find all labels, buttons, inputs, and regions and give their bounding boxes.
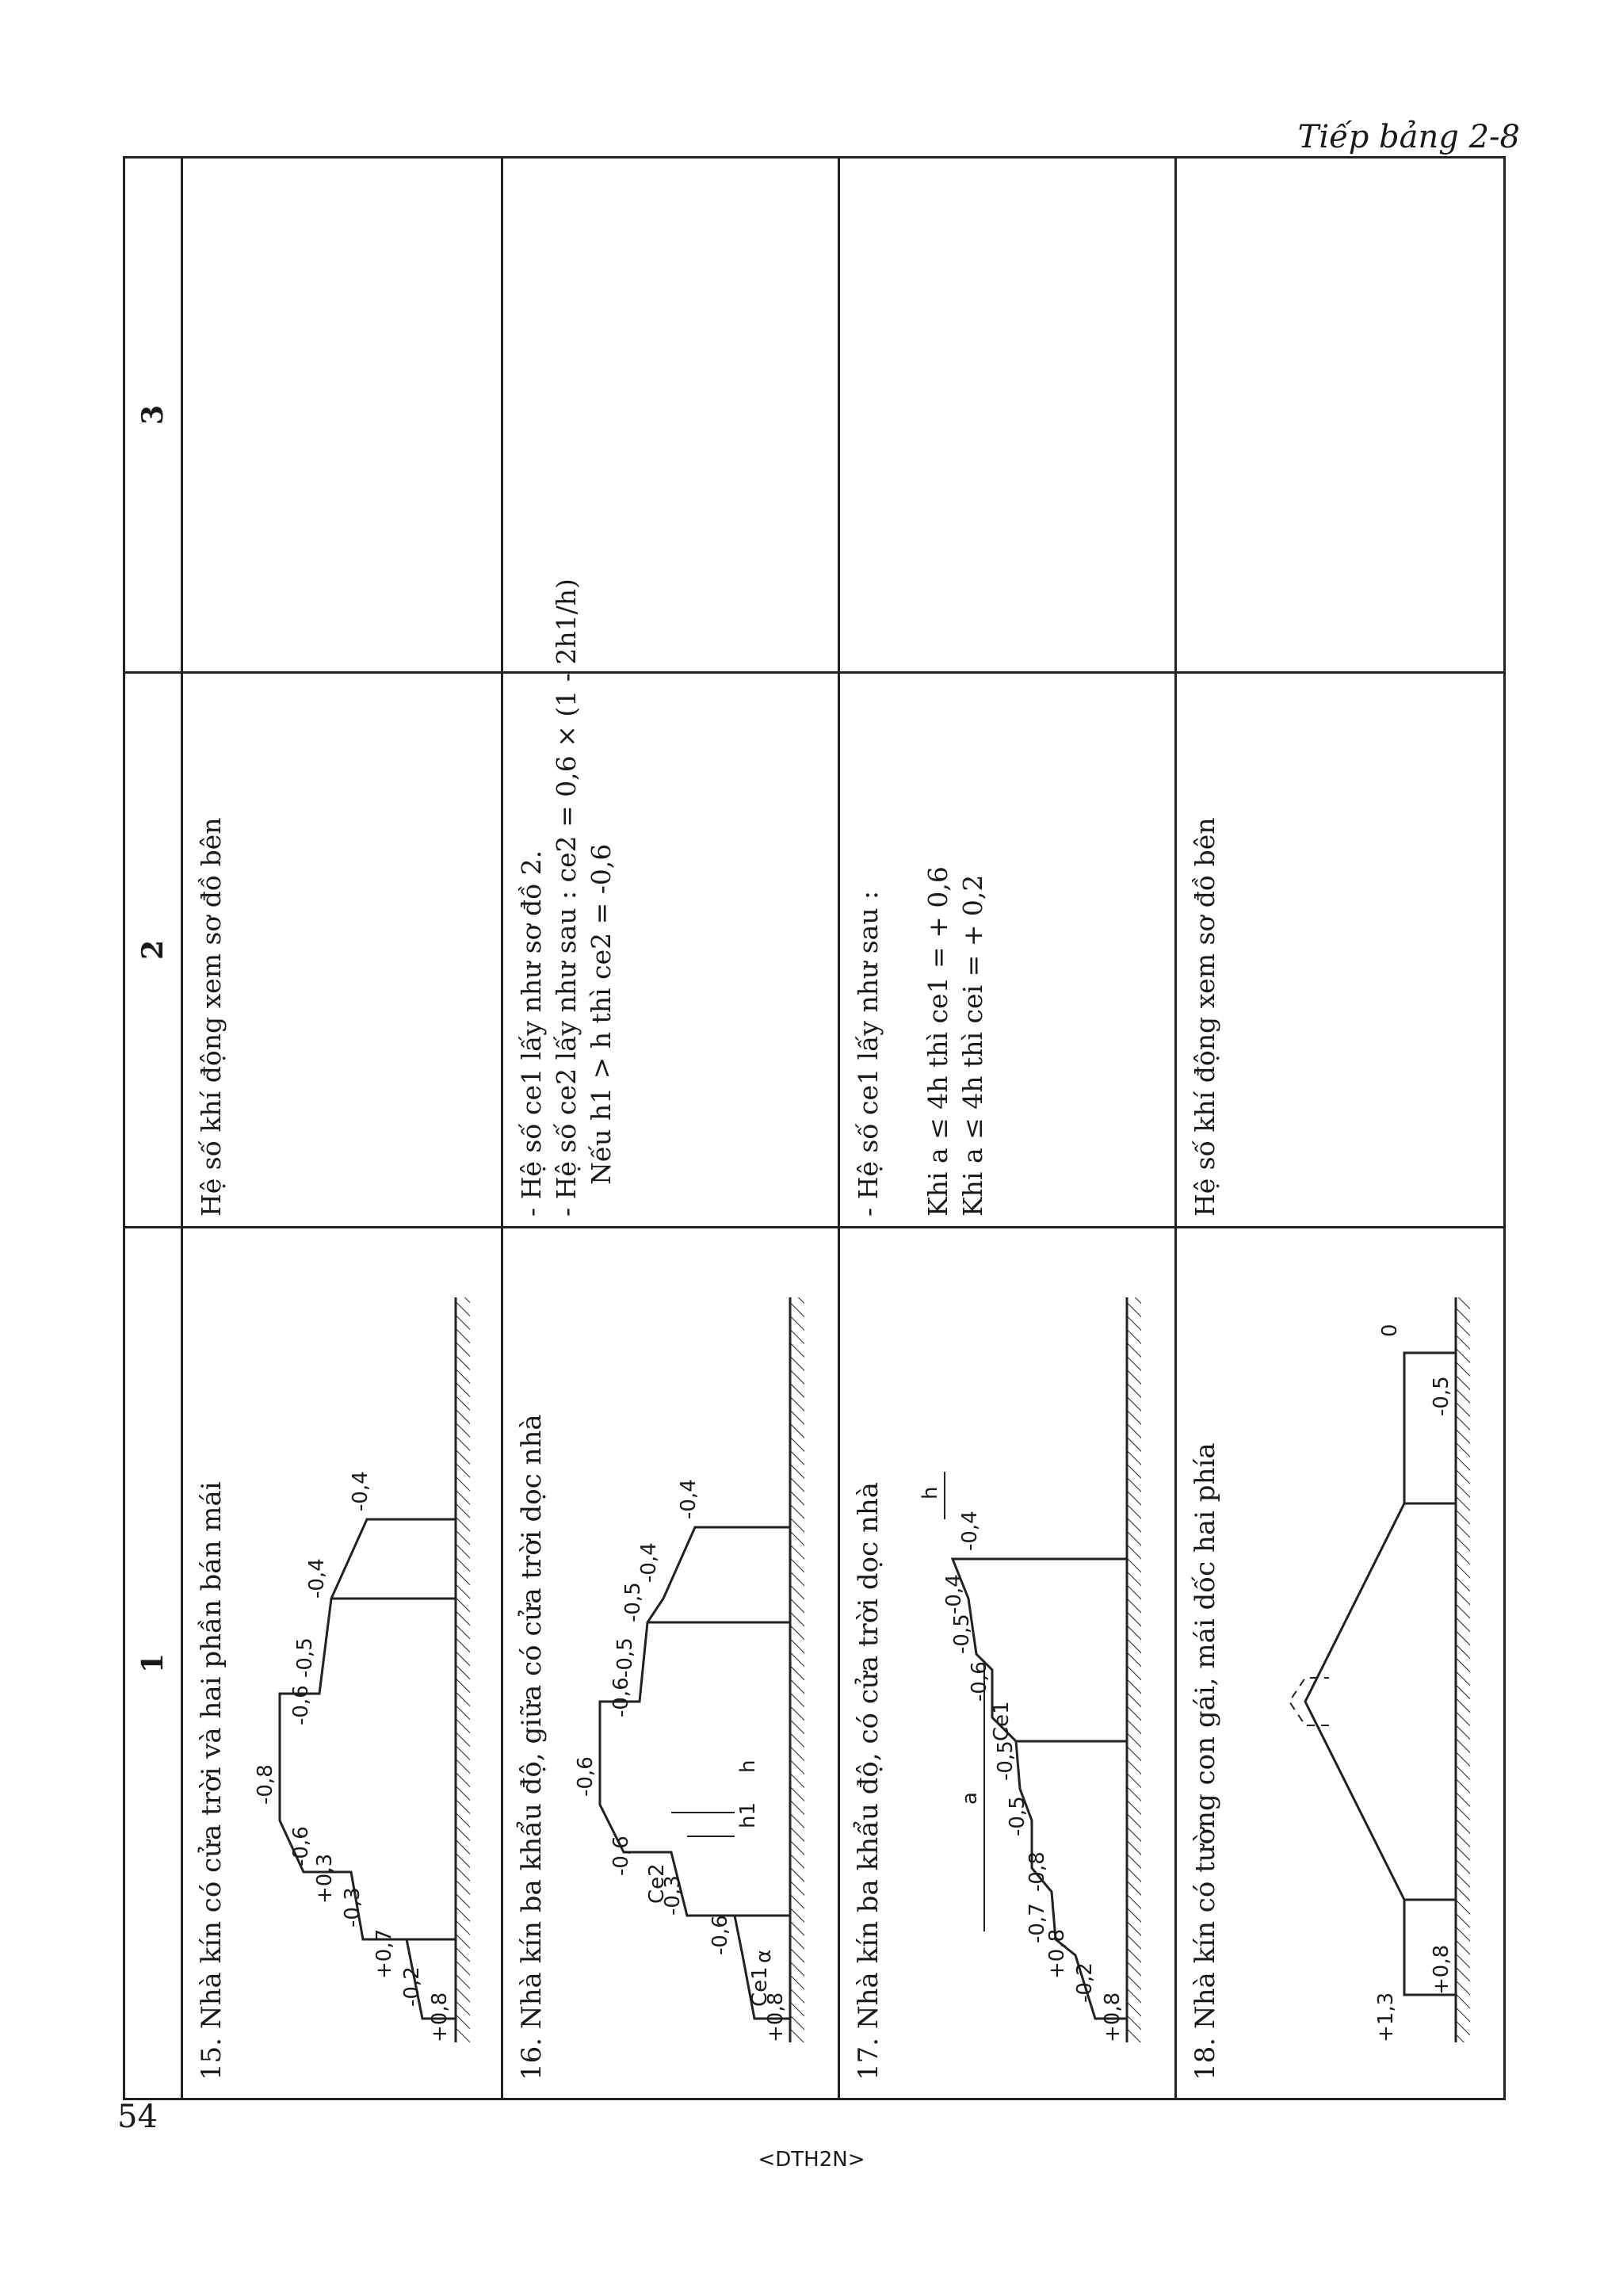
r17-l9: -0,6 xyxy=(968,1661,991,1702)
row-18-note: Hệ số khí động xem sơ đồ bên xyxy=(1190,817,1221,1217)
r16-l8: h1 xyxy=(736,1802,760,1828)
r18-l1: +0,8 xyxy=(1430,1945,1453,1995)
r17-l2: +0,8 xyxy=(1045,1929,1069,1979)
r17-l5: -0,8 xyxy=(1025,1851,1049,1892)
row-16-note-1: - Hệ số ce1 lấy như sơ đồ 2. xyxy=(515,850,547,1217)
r16-l14: -0,4 xyxy=(677,1479,701,1519)
table-row: 18. Nhà kín có tường con gái, mái dốc ha… xyxy=(1175,157,1505,2099)
row-18-col2: Hệ số khí động xem sơ đồ bên xyxy=(1175,672,1505,1228)
r16-l2: α xyxy=(752,1950,776,1963)
r15-l10: -0,4 xyxy=(349,1471,372,1511)
r18-l0: +1,3 xyxy=(1374,1992,1398,2042)
row-15-col3 xyxy=(181,157,502,673)
r17-l3: -0,7 xyxy=(1025,1903,1049,1943)
r16-l6: -0,6 xyxy=(609,1836,633,1876)
row-17-col3 xyxy=(838,157,1176,673)
row-18-title: 18. Nhà kín có tường con gái, mái dốc ha… xyxy=(1190,1442,1222,2080)
rotated-table-wrapper: 1 2 3 15. Nhà kín có cửa trời và hai phầ… xyxy=(123,156,1506,2100)
row-15-col2: Hệ số khí động xem sơ đồ bên xyxy=(181,672,502,1228)
aerodynamic-coefficient-table: 1 2 3 15. Nhà kín có cửa trời và hai phầ… xyxy=(123,156,1506,2100)
r17-l7: -0,5 xyxy=(994,1740,1018,1781)
row-18-roof-diagram: +1,3 +0,8 0 -0,5 xyxy=(1289,1297,1471,2042)
row-16-col2: - Hệ số ce1 lấy như sơ đồ 2. - Hệ số ce2… xyxy=(502,579,839,1228)
r16-l12: -0,5 xyxy=(621,1582,645,1622)
row-17-roof-diagram: +0,8 -0,2 +0,8 -0,7 a -0,8 -0,5 -0,5 Ce1… xyxy=(918,1297,1142,2042)
r17-l13: h xyxy=(918,1487,942,1499)
r17-l1: -0,2 xyxy=(1073,1962,1097,2003)
row-18-col1: 18. Nhà kín có tường con gái, mái dốc ha… xyxy=(1175,1227,1505,2099)
r15-l6: -0,8 xyxy=(254,1764,277,1805)
table-row: 15. Nhà kín có cửa trời và hai phần bán … xyxy=(181,157,502,2099)
footer-watermark: <DTH2N> xyxy=(758,2148,865,2172)
table-continuation-note: Tiếp bảng 2-8 xyxy=(1297,119,1520,155)
r17-l6: -0,5 xyxy=(1006,1796,1029,1836)
r16-l13: -0,4 xyxy=(637,1542,661,1583)
r17-l12: -0,4 xyxy=(958,1511,982,1551)
row-15-title: 15. Nhà kín có cửa trời và hai phần bán … xyxy=(196,1481,227,2080)
r17-l11: -0,4 xyxy=(942,1574,966,1614)
table-header-row: 1 2 3 xyxy=(124,157,182,2099)
row-16-col1: 16. Nhà kín ba khẩu độ, giữa có cửa trời… xyxy=(502,1227,839,2099)
row-15-col1: 15. Nhà kín có cửa trời và hai phần bán … xyxy=(181,1227,502,2099)
r16-l10: -0,6 xyxy=(609,1677,633,1717)
r16-l5: Ce2 xyxy=(645,1863,669,1904)
row-17-spacer xyxy=(886,683,921,1217)
row-17-title: 17. Nhà kín ba khẩu độ, có cửa trời dọc … xyxy=(853,1481,885,2080)
r18-l2: 0 xyxy=(1378,1324,1402,1337)
r16-l1: Ce1 xyxy=(748,1966,772,2007)
row-16-note-3: Nếu h1 > h thì ce2 = -0,6 xyxy=(585,843,617,1185)
row-17-note-3: Khi a ≤ 4h thì cei = + 0,2 xyxy=(957,874,989,1217)
r16-l4: -0,3 xyxy=(661,1875,685,1916)
r15-l5: -0,6 xyxy=(289,1826,313,1866)
row-16-title: 16. Nhà kín ba khẩu độ, giữa có cửa trời… xyxy=(515,1414,548,2080)
page-number: 54 xyxy=(117,2099,158,2135)
r15-l0: +0,8 xyxy=(428,1992,452,2042)
table-row: 16. Nhà kín ba khẩu độ, giữa có cửa trời… xyxy=(502,157,839,2099)
column-header-1: 1 xyxy=(124,1227,182,2099)
r17-l10: -0,5 xyxy=(950,1614,974,1654)
r15-l2: +0,7 xyxy=(372,1929,396,1979)
r18-l3: -0,5 xyxy=(1430,1376,1453,1416)
r16-l11: -0,5 xyxy=(613,1637,637,1678)
row-17-col2: - Hệ số ce1 lấy như sau : Khi a ≤ 4h thì… xyxy=(838,672,1176,1228)
row-18-col3 xyxy=(1175,157,1505,673)
table-row: 17. Nhà kín ba khẩu độ, có cửa trời dọc … xyxy=(838,157,1176,2099)
column-header-2: 2 xyxy=(124,672,182,1228)
column-header-3: 3 xyxy=(124,157,182,673)
r15-l8: -0,5 xyxy=(293,1637,317,1678)
row-17-note-2: Khi a ≤ 4h thì ce1 = + 0,6 xyxy=(922,866,954,1217)
r17-l4: a xyxy=(958,1792,982,1805)
row-16-note-2: - Hệ số ce2 lấy như sau : ce2 = 0,6 × (1… xyxy=(550,579,582,1217)
r15-l4: +0,3 xyxy=(313,1854,337,1904)
r16-l9: h xyxy=(736,1760,760,1773)
row-15-roof-diagram: +0,8 -0,2 +0,7 -0,3 +0,3 -0,6 -0,8 -0,6 … xyxy=(254,1297,470,2042)
row-15-note: Hệ số khí động xem sơ đồ bên xyxy=(196,817,227,1217)
row-16-roof-diagram: +0,8 Ce1 α -0,6 -0,3 Ce2 -0,6 -0,6 h1 h … xyxy=(574,1297,804,2042)
r15-l1: -0,2 xyxy=(400,1966,424,2007)
row-17-col1: 17. Nhà kín ba khẩu độ, có cửa trời dọc … xyxy=(838,1227,1176,2099)
r17-l0: +0,8 xyxy=(1101,1992,1125,2042)
r16-l3: -0,6 xyxy=(708,1915,732,1955)
r16-l7: -0,6 xyxy=(574,1756,598,1797)
r15-l7: -0,6 xyxy=(289,1685,313,1725)
r15-l9: -0,4 xyxy=(305,1558,329,1599)
r16-l0: +0,8 xyxy=(764,1992,788,2042)
r15-l3: -0,3 xyxy=(341,1887,365,1927)
r17-l8: Ce1 xyxy=(990,1701,1014,1741)
row-17-note-1: - Hệ số ce1 lấy như sau : xyxy=(853,890,884,1217)
